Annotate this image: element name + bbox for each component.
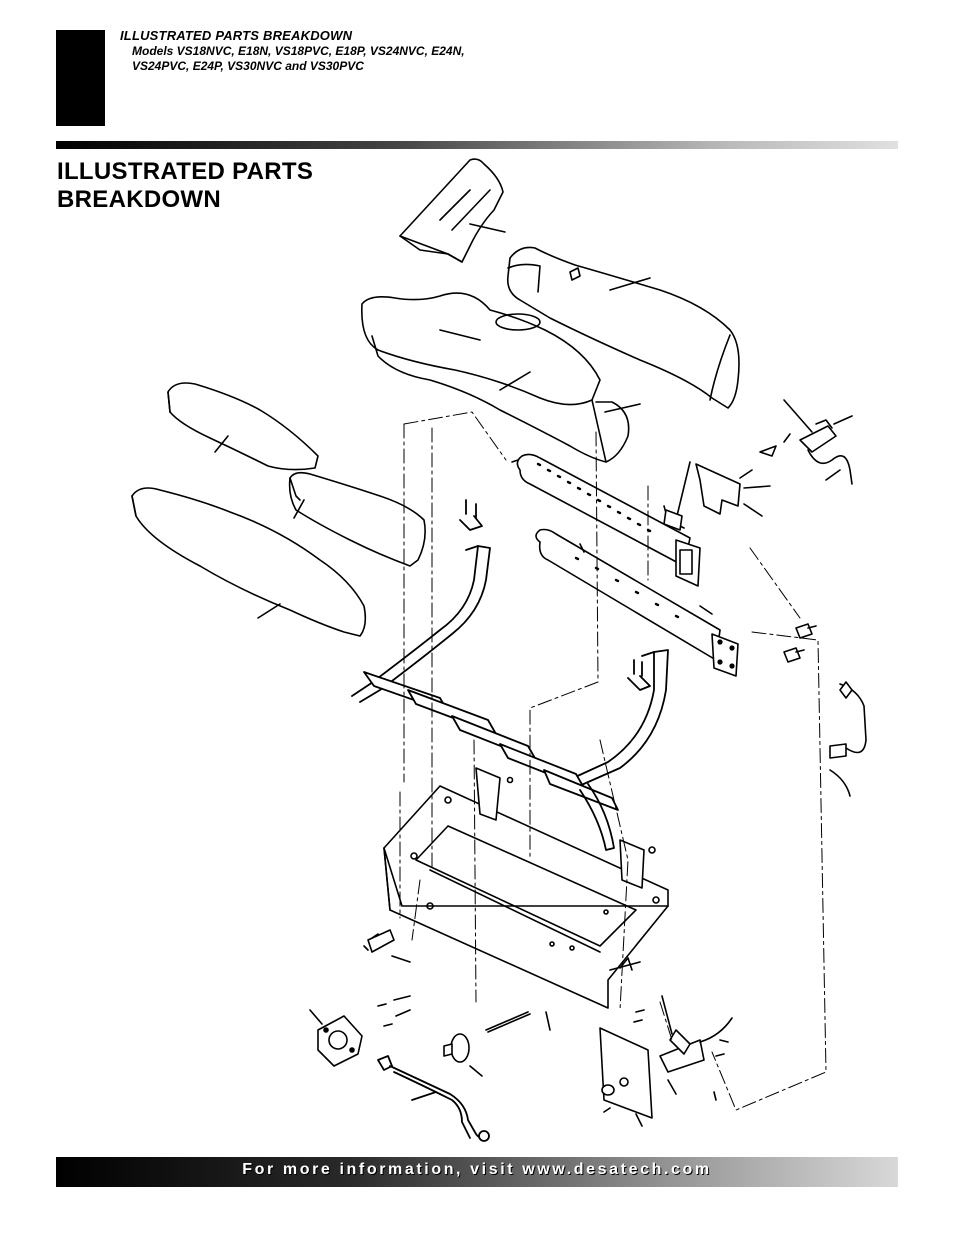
log-top-small [399,158,506,263]
header-section-title: ILLUSTRATED PARTS BREAKDOWN [120,28,353,43]
burner-lower [535,528,739,677]
injector-fittings [783,623,867,797]
pilot-assembly [759,399,853,485]
page-title-line1: ILLUSTRATED PARTS [57,158,314,185]
burner-upper [511,453,701,587]
page-title-line2: BREAKDOWN [57,186,222,213]
assembly-guide-lines [399,411,827,1111]
log-left-front [131,487,367,637]
burner-base-tray [383,767,669,1009]
valve-bracket [599,995,733,1127]
header-models: Models VS18NVC, E18N, VS18PVC, E18P, VS2… [132,44,652,74]
log-rear-right [506,246,740,409]
log-left-mid [288,471,426,567]
header-models-line1: Models VS18NVC, E18N, VS18PVC, E18P, VS2… [132,44,465,58]
header-models-line2: VS24PVC, E24P, VS30NVC and VS30PVC [132,59,364,73]
header-divider [56,141,898,149]
pilot-bracket-assembly [663,461,771,531]
page-title: ILLUSTRATED PARTS BREAKDOWN [57,158,313,214]
log-left-rear [167,382,319,471]
section-tab-marker [56,30,105,126]
footer-banner: For more information, visit www.desatech… [56,1157,898,1187]
control-valve [309,995,411,1067]
gas-supply-tube [377,1055,490,1142]
piezo-igniter [363,929,411,963]
ember-grate [351,499,669,851]
footer-website-text: For more information, visit www.desatech… [242,1161,712,1178]
log-rear-center [361,292,641,463]
control-knob [443,1011,551,1077]
